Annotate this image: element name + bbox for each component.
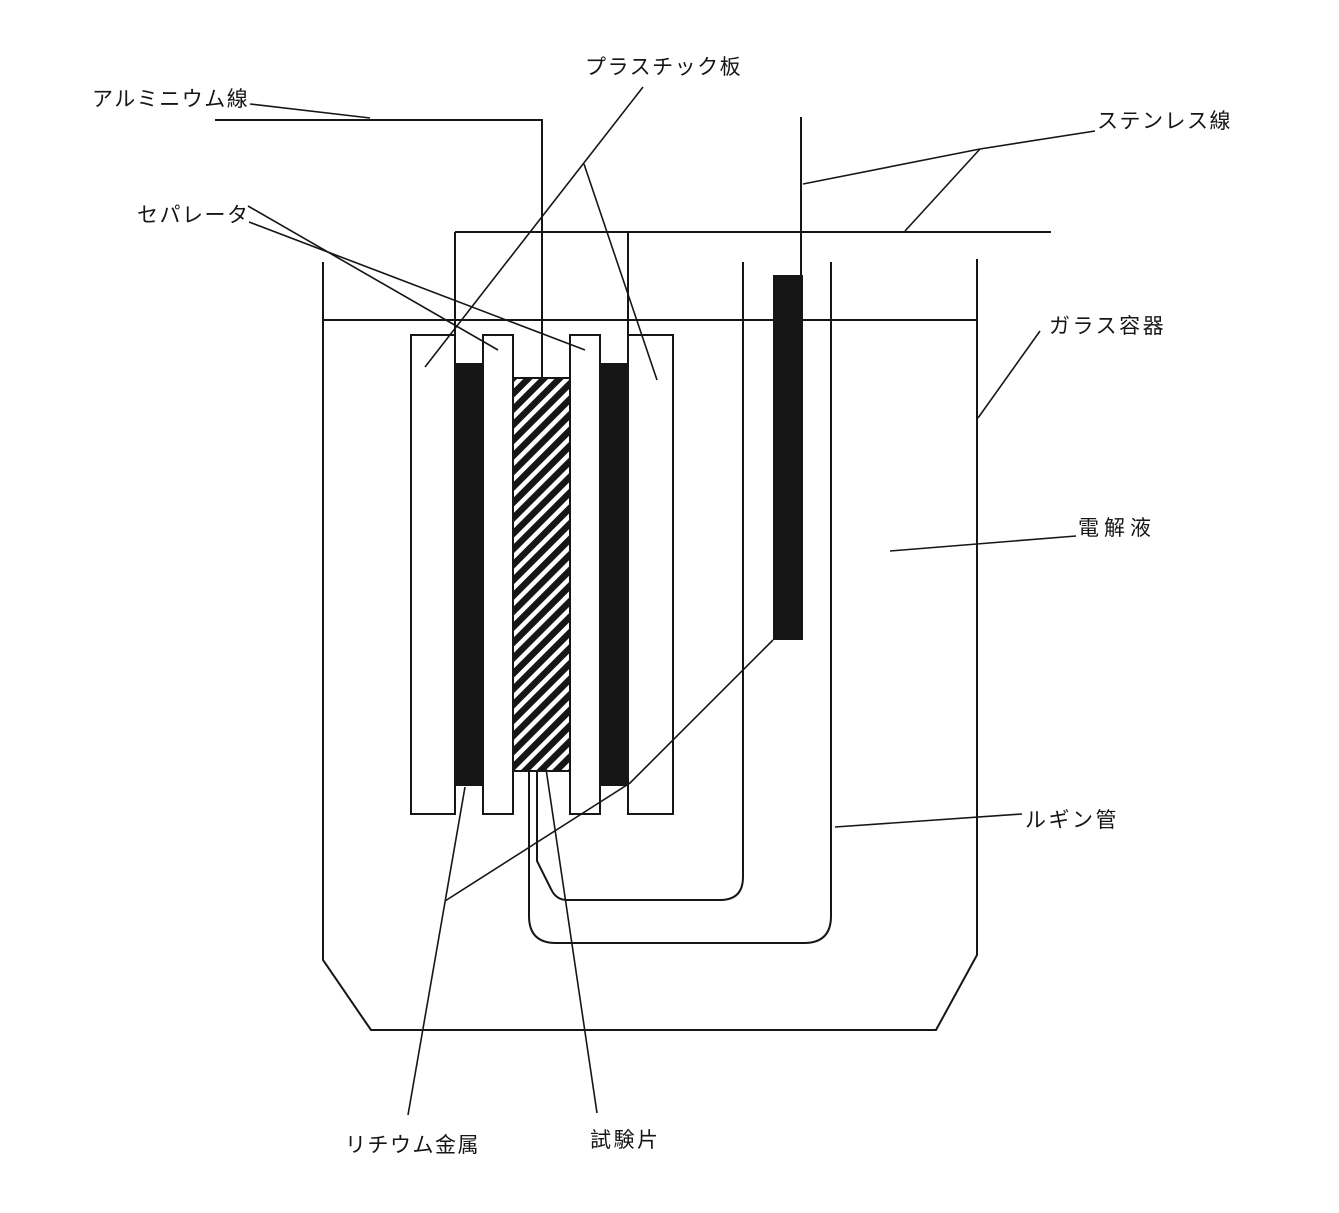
- leader-separator-left: [247, 205, 499, 351]
- leader-luggin-tube: [834, 813, 1023, 828]
- label-aluminum-wire: アルミニウム線: [92, 87, 250, 111]
- leader-plastic-plate-left: [424, 86, 644, 368]
- leader-stainless-label: [979, 130, 1096, 150]
- label-test-piece: 試験片: [590, 1128, 661, 1152]
- leader-glass-container: [977, 330, 1041, 419]
- label-lithium-metal: リチウム金属: [345, 1133, 480, 1157]
- separator-left: [482, 334, 514, 815]
- label-plastic-plate: プラスチック板: [585, 55, 743, 79]
- leader-stainless-to-ref-wire: [802, 148, 981, 185]
- lithium-electrode-left: [455, 363, 483, 786]
- leader-electrolyte: [889, 535, 1077, 552]
- label-stainless-wire: ステンレス線: [1097, 109, 1232, 133]
- test-piece-hatch: [512, 377, 571, 772]
- leader-lines: [247, 86, 1096, 1116]
- leader-lithium-metal-branch: [444, 639, 774, 902]
- leader-stainless-to-bus: [904, 148, 981, 232]
- leader-plastic-plate-right: [583, 163, 658, 381]
- leader-test-piece: [544, 761, 598, 1114]
- luggin-tube-outer-wall: [528, 262, 832, 944]
- label-luggin-tube: ルギン管: [1025, 808, 1119, 832]
- leader-separator-right: [248, 221, 586, 351]
- glass-container-outline: [322, 259, 978, 1031]
- plastic-plate-left: [410, 334, 456, 815]
- label-glass-container: ガラス容器: [1049, 314, 1167, 338]
- reference-electrode-bar: [773, 275, 803, 640]
- leader-lithium-metal: [407, 786, 466, 1116]
- leader-aluminum-wire: [249, 103, 371, 119]
- aluminum-wire-line: [215, 119, 543, 378]
- plastic-plate-right: [627, 334, 674, 815]
- separator-right: [569, 334, 601, 815]
- label-electrolyte: 電解液: [1078, 516, 1156, 540]
- lithium-electrode-right: [600, 363, 628, 786]
- label-separator: セパレータ: [137, 203, 250, 227]
- luggin-tube-inner-wall: [536, 262, 744, 901]
